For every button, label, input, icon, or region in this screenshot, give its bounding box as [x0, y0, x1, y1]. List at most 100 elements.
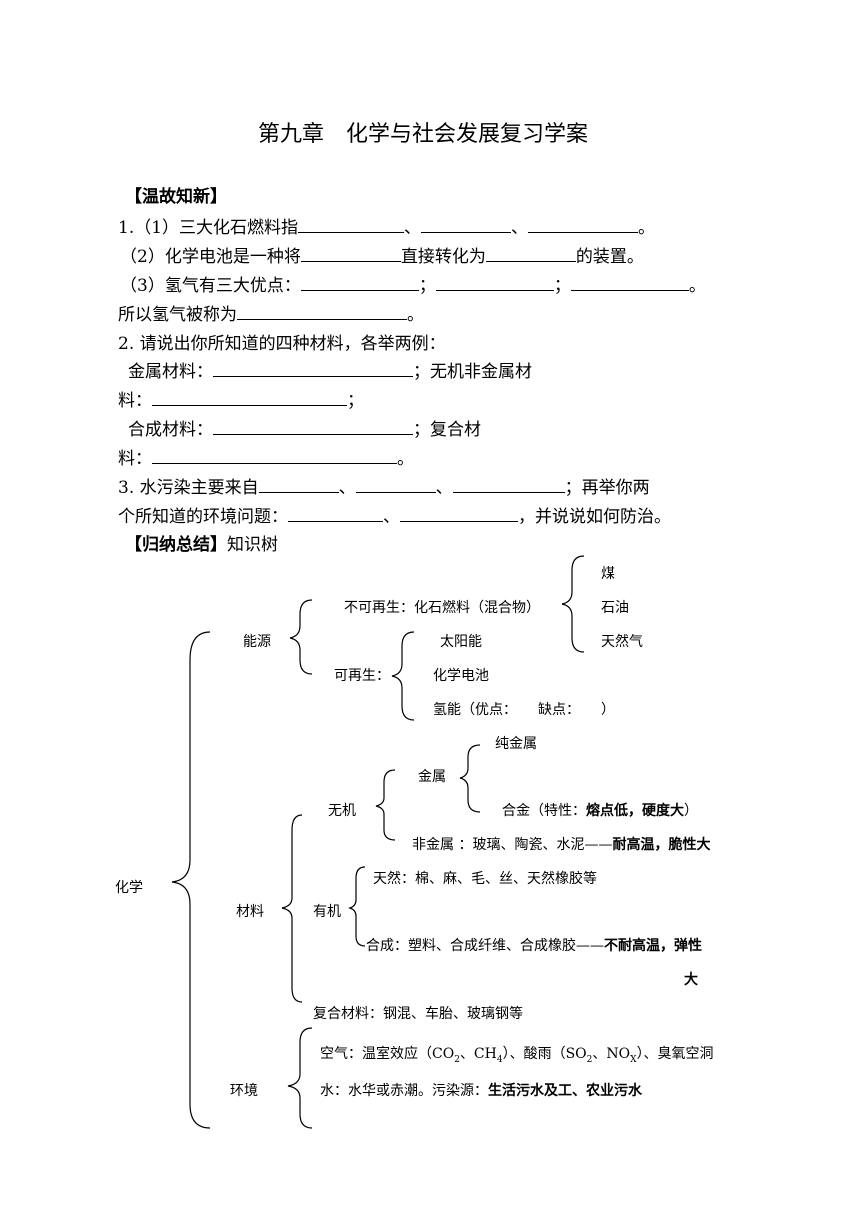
q1-line-a: 1.（1）三大化石燃料指 、 、 。	[118, 213, 655, 238]
brace-fossil	[561, 555, 585, 653]
summary-subtitle: 知识树	[227, 535, 278, 555]
tree-root-chemistry: 化学	[115, 880, 143, 896]
sep: 、	[338, 478, 356, 498]
blank[interactable]	[485, 244, 576, 262]
blank[interactable]	[152, 388, 347, 406]
q1-line-c: （3）氢气有三大优点：；；。	[120, 271, 706, 296]
blank[interactable]	[528, 215, 639, 233]
q3-line-1: 3. 水污染主要来自 、 、 ；再举你两	[118, 473, 650, 498]
tree-organic: 有机	[313, 904, 341, 920]
blank[interactable]	[570, 273, 689, 291]
air-text: ）、酸雨（SO	[502, 1046, 587, 1062]
brace-inorganic	[375, 769, 396, 841]
blank[interactable]	[237, 302, 407, 320]
blank[interactable]	[300, 273, 419, 291]
air-sub: 4	[496, 1054, 503, 1065]
tree-synthetic: 合成：塑料、合成纤维、合成橡胶——不耐高温，弹性	[366, 935, 702, 955]
brace-env	[287, 1027, 313, 1129]
brace-materials	[281, 814, 303, 1003]
q1-line-b: （2）化学电池是一种将 直接转化为 的装置。	[120, 242, 644, 267]
synthetic-text: 合成：塑料、合成纤维、合成橡胶——	[366, 938, 604, 954]
nonmetal-bold: 耐高温，脆性大	[612, 837, 711, 853]
blank[interactable]	[213, 417, 413, 435]
blank[interactable]	[152, 446, 397, 464]
alloy-end: ）	[684, 803, 698, 819]
blank[interactable]	[258, 475, 339, 493]
page-title: 第九章 化学与社会发展复习学案	[258, 122, 589, 147]
air-sub: 2	[454, 1054, 460, 1065]
synthetic-bold: 不耐高温，弹性	[604, 938, 702, 954]
blank[interactable]	[400, 504, 518, 522]
tree-oil: 石油	[601, 600, 629, 616]
q2-liao: 料：	[118, 391, 152, 411]
q2-line-metal: 金属材料： ；无机非金属材	[128, 357, 532, 382]
tree-alloy: 合金（特性：熔点低，硬度大）	[502, 800, 698, 820]
sep: 、	[404, 218, 422, 238]
alloy-text: 合金（特性：	[502, 803, 586, 819]
brace-renew	[391, 631, 415, 721]
tree-metal: 金属	[418, 769, 446, 785]
q2-line-liao2: 料：。	[118, 444, 414, 469]
air-sub: 2	[586, 1054, 593, 1065]
tree-chemical-battery: 化学电池	[433, 668, 489, 684]
q3-end: ，并说说如何防治。	[518, 507, 671, 527]
sep: 、	[435, 478, 453, 498]
tree-pure-metal: 纯金属	[495, 736, 537, 752]
blank[interactable]	[300, 244, 401, 262]
review-header: 【温故知新】	[125, 187, 227, 207]
q1-c-text: （3）氢气有三大优点：	[120, 276, 301, 296]
air-text: 空气：温室效应（CO	[320, 1046, 455, 1062]
q2-stem: 2. 请说出你所知道的四种材料，各举两例：	[118, 334, 446, 354]
tree-inorganic: 无机	[328, 803, 356, 819]
brace-root	[171, 631, 211, 1129]
q3-text: 3. 水污染主要来自	[118, 478, 259, 498]
q1-b-text: （2）化学电池是一种将	[120, 247, 301, 267]
air-text: 、NO	[592, 1046, 631, 1062]
brace-metal	[459, 744, 481, 813]
tree-air: 空气：温室效应（CO2、CH4）、酸雨（SO2、NOX）、臭氧空洞	[320, 1043, 714, 1065]
sep: 、	[383, 507, 400, 527]
blank[interactable]	[213, 359, 413, 377]
blank[interactable]	[435, 273, 554, 291]
sep: ；	[418, 276, 436, 296]
q2-inorganic-label: ；无机非金属材	[413, 362, 532, 382]
air-text: 、CH	[459, 1046, 497, 1062]
water-text: 水：水华或赤潮。污染源：	[320, 1083, 488, 1099]
blank[interactable]	[298, 215, 405, 233]
tree-natural: 天然：棉、麻、毛、丝、天然橡胶等	[373, 871, 597, 887]
sep: 、	[511, 218, 529, 238]
q2-line-liao1: 料： ；	[118, 386, 364, 411]
tree-environment: 环境	[230, 1083, 258, 1099]
blank[interactable]	[355, 475, 436, 493]
brace-organic	[348, 866, 366, 947]
tree-renewable: 可再生：	[334, 668, 390, 684]
blank[interactable]	[421, 215, 512, 233]
sep: ；	[347, 391, 364, 411]
sep: 。	[638, 218, 656, 238]
q1-b-mid: 直接转化为	[400, 247, 486, 267]
alloy-bold: 熔点低，硬度大	[586, 803, 684, 819]
q1-line-d: 所以氢气被称为 。	[118, 300, 424, 325]
blank[interactable]	[452, 475, 565, 493]
water-bold: 生活污水及工、农业污水	[488, 1083, 642, 1099]
q1-d-text: 所以氢气被称为	[118, 305, 237, 325]
tree-synthetic-cont: 大	[684, 972, 698, 988]
tree-materials: 材料	[236, 904, 264, 920]
q3-line-2: 个所知道的环境问题： 、 ，并说说如何防治。	[118, 502, 671, 527]
q2-line-synthetic: 合成材料：；复合材	[128, 415, 481, 440]
q1-b-end: 的装置。	[575, 247, 644, 267]
tree-nonmetal: 非金属 ：玻璃、陶瓷、水泥——耐高温，脆性大	[412, 834, 710, 854]
brace-energy	[289, 599, 313, 675]
tree-coal: 煤	[601, 566, 615, 582]
sep: 。	[397, 449, 414, 469]
q3-line2-text: 个所知道的环境问题：	[118, 507, 288, 527]
sep: 。	[688, 276, 706, 296]
q1-a-text: 1.（1）三大化石燃料指	[118, 218, 299, 238]
blank[interactable]	[288, 504, 383, 522]
sep: 。	[407, 305, 424, 325]
air-text: ）、臭氧空洞	[636, 1046, 714, 1062]
q3-mid: ；再举你两	[564, 478, 650, 498]
q2-metal-label: 金属材料：	[128, 362, 213, 382]
tree-natural-gas: 天然气	[601, 634, 643, 650]
air-sub: X	[630, 1054, 637, 1065]
